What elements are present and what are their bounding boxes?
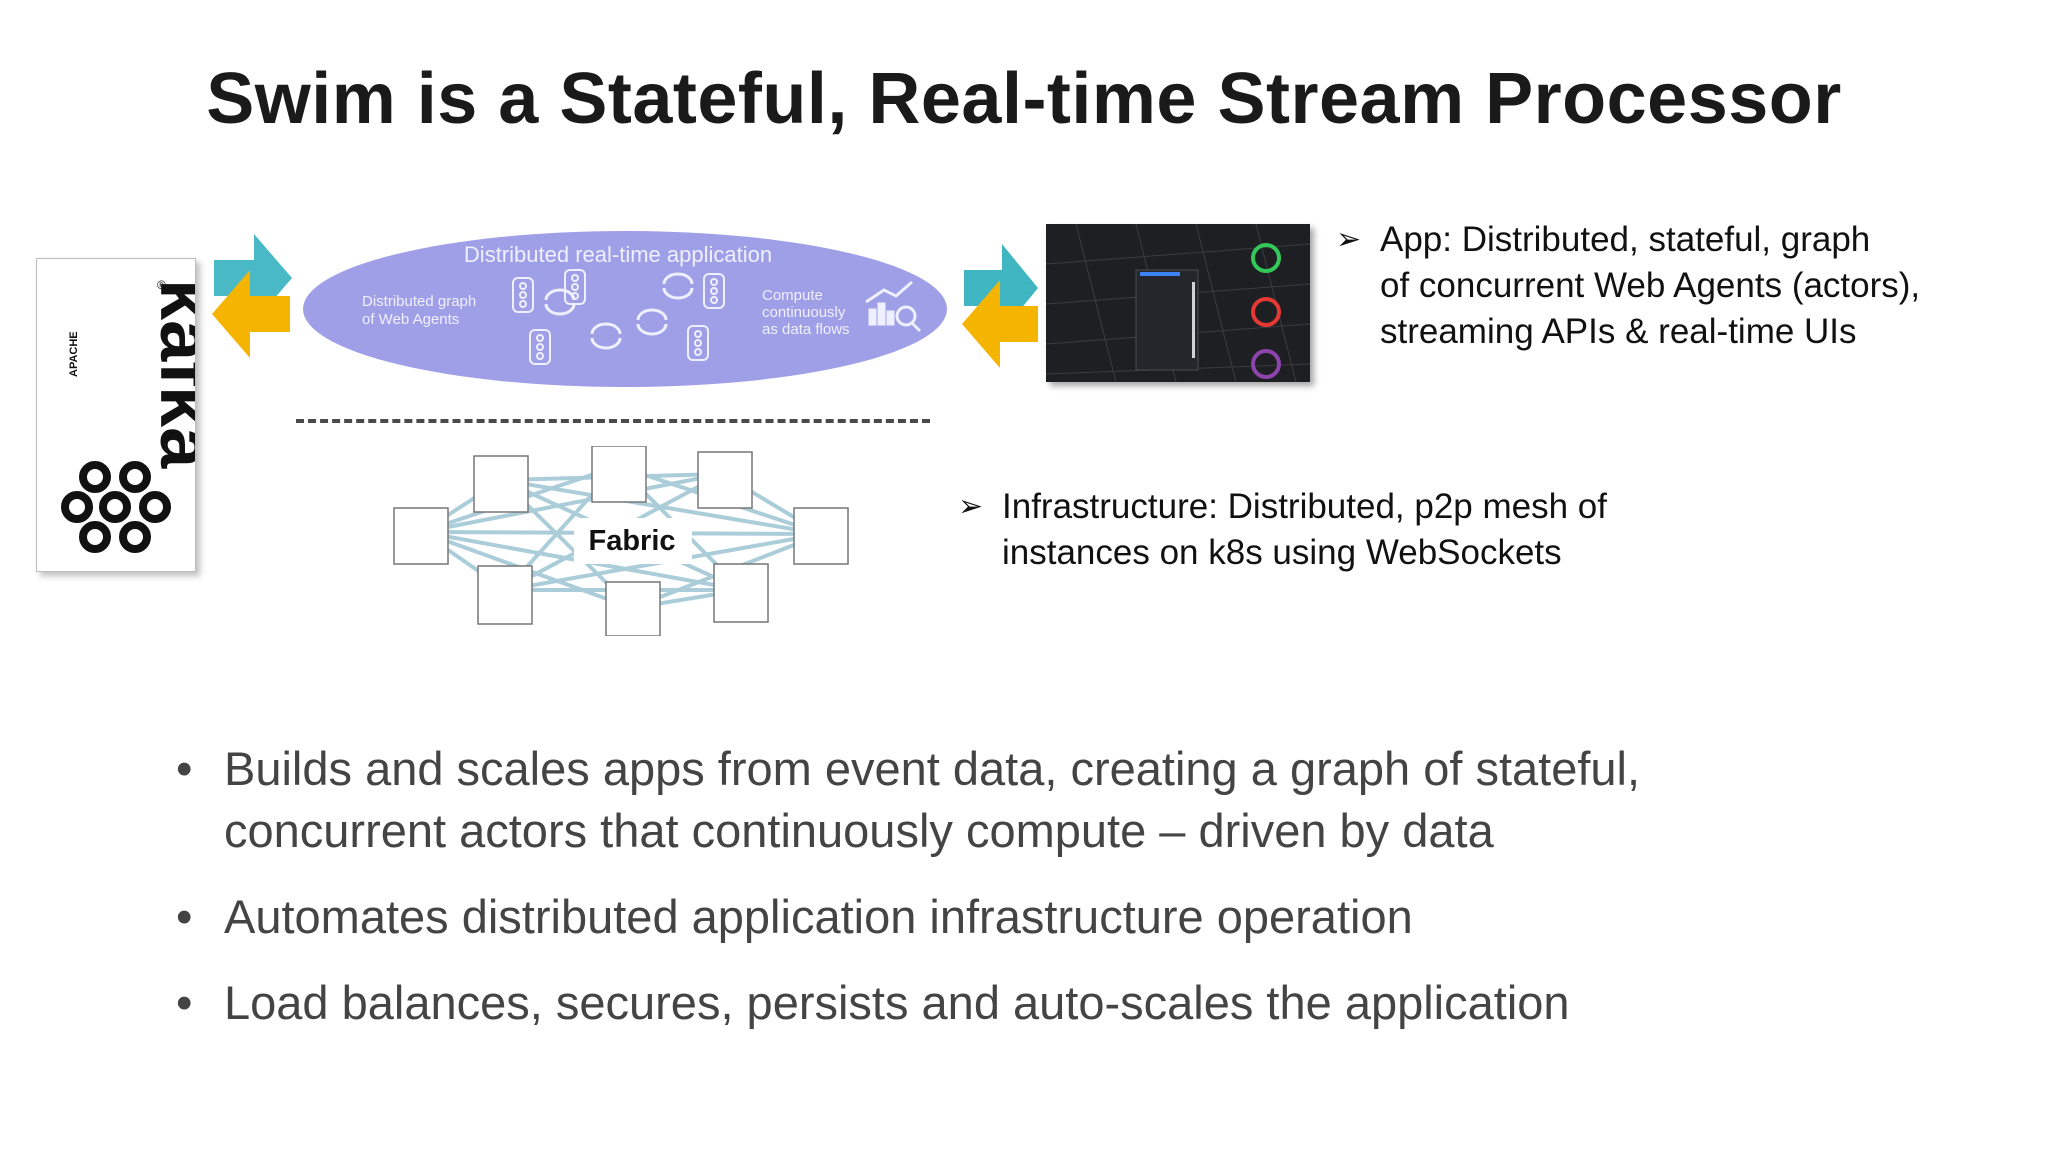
- left-caption-line-2: of Web Agents: [362, 311, 459, 328]
- agent-cycle-icons: [544, 272, 694, 350]
- slide-title: Swim is a Stateful, Real-time Stream Pro…: [206, 59, 1842, 139]
- bullet-dot: •: [176, 890, 193, 943]
- app-callout-line-2: of concurrent Web Agents (actors),: [1380, 266, 1921, 305]
- infra-callout-line-2: instances on k8s using WebSockets: [1002, 533, 1562, 572]
- right-caption-line-2: continuously: [762, 304, 846, 321]
- feature-bullets: • Builds and scales apps from event data…: [172, 738, 1972, 1058]
- bullet-1-line-2: concurrent actors that continuously comp…: [224, 804, 1494, 857]
- bullet-2-line-1: Automates distributed application infras…: [224, 890, 1413, 943]
- bullet-dot: •: [176, 742, 193, 795]
- bullet-item: • Load balances, secures, persists and a…: [172, 972, 1972, 1034]
- app-ellipse: [303, 231, 947, 387]
- infra-callout-line-1: Infrastructure: Distributed, p2p mesh of: [1002, 487, 1607, 526]
- right-caption-line-1: Compute: [762, 287, 823, 304]
- status-ring-purple: [1251, 349, 1281, 379]
- callout-arrow-icon: ➢: [958, 490, 984, 523]
- realtime-ui-screenshot: [1046, 224, 1310, 382]
- app-callout-line-1: App: Distributed, stateful, graph: [1380, 220, 1871, 259]
- status-ring-green: [1251, 243, 1281, 273]
- right-caption-line-3: as data flows: [762, 321, 850, 338]
- app-callout: ➢ App: Distributed, stateful, graph of c…: [1336, 217, 2016, 357]
- left-caption-line-1: Distributed graph: [362, 293, 476, 310]
- kafka-nodes-icon: [61, 461, 171, 553]
- stream-out-arrows-icon: [962, 244, 1038, 368]
- fabric-label: Fabric: [588, 525, 675, 557]
- registered-mark: ®: [157, 278, 166, 292]
- kafka-prefix: APACHE: [68, 331, 80, 377]
- layer-divider: [296, 419, 930, 423]
- bullet-1-line-1: Builds and scales apps from event data, …: [224, 742, 1641, 795]
- app-callout-line-3: streaming APIs & real-time UIs: [1380, 312, 1857, 351]
- bullet-item: • Automates distributed application infr…: [172, 886, 1972, 948]
- analytics-icon: [865, 280, 922, 333]
- status-ring-red: [1251, 297, 1281, 327]
- ui-panel: [1135, 269, 1199, 371]
- realtime-app-diagram: Distributed real-time application Distri…: [300, 228, 950, 390]
- stream-in-arrows-icon: [212, 234, 292, 358]
- callout-arrow-icon: ➢: [1336, 223, 1362, 256]
- bullet-dot: •: [176, 976, 193, 1029]
- infrastructure-callout: ➢ Infrastructure: Distributed, p2p mesh …: [958, 484, 1718, 578]
- kafka-wordmark: kafka: [145, 279, 195, 469]
- fabric-mesh-diagram: Fabric: [392, 445, 852, 637]
- mesh-instances: [393, 445, 849, 637]
- app-diagram-heading: Distributed real-time application: [464, 242, 772, 267]
- bullet-item: • Builds and scales apps from event data…: [172, 738, 1972, 862]
- kafka-logo: kafka APACHE ®: [36, 258, 228, 572]
- kafka-logo-icon: kafka APACHE ®: [61, 278, 228, 553]
- bullet-3-line-1: Load balances, secures, persists and aut…: [224, 976, 1570, 1029]
